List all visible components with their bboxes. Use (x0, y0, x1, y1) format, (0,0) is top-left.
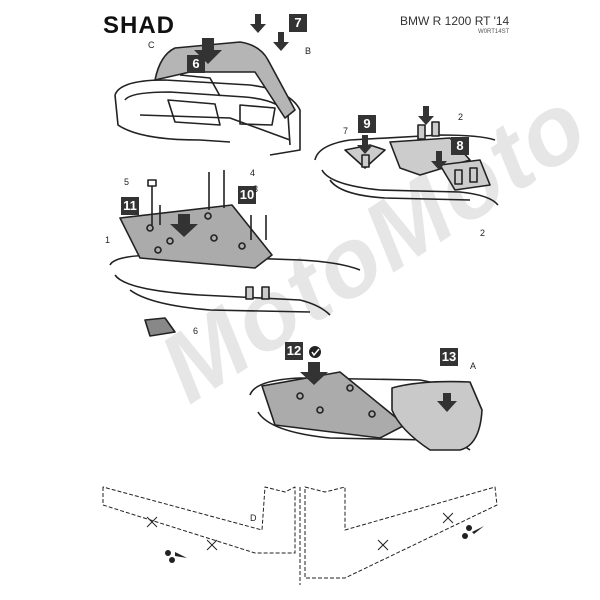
arrow-down-9a (418, 106, 434, 125)
arrow-down-7a (250, 14, 266, 33)
panel-middle-drawing (109, 170, 361, 337)
arrow-down-8 (431, 151, 447, 170)
check-icon (309, 346, 321, 358)
cut-templates (102, 486, 498, 585)
brand-logo: SHAD (103, 12, 176, 39)
arrow-down-9b (357, 135, 373, 154)
panel-bottom-right-drawing (249, 371, 483, 451)
model-code: W0RT14ST (478, 29, 510, 35)
step-11-badge: 11 (121, 197, 139, 215)
label-2-top: 2 (458, 112, 464, 122)
label-5: 5 (124, 177, 130, 187)
label-6: 6 (193, 326, 199, 336)
press-arrows (170, 14, 457, 412)
label-d: D (250, 513, 257, 523)
arrow-down-12 (300, 362, 328, 385)
step-9-badge: 9 (358, 115, 376, 133)
mounting-plate (261, 371, 406, 439)
base-plate (119, 204, 273, 269)
panel-top-right-drawing (314, 121, 499, 206)
topcase-base (391, 380, 483, 451)
arrow-down-6 (194, 38, 222, 64)
step-8-badge: 8 (451, 137, 469, 155)
label-7: 7 (343, 126, 349, 136)
arrow-down-7b (273, 32, 289, 51)
step-10-badge: 10 (238, 186, 256, 204)
bracket-6 (144, 317, 176, 337)
step-6-badge: 6 (187, 55, 205, 73)
model-title: BMW R 1200 RT '14 (400, 14, 510, 28)
step-12-badge: 12 (285, 342, 303, 360)
label-b: B (305, 46, 312, 56)
arrow-down-11 (170, 214, 198, 237)
scissors-icon (165, 525, 484, 563)
step-13-badge: 13 (440, 348, 458, 366)
label-1: 1 (105, 235, 111, 245)
label-2-bottom: 2 (480, 228, 486, 238)
label-4: 4 (250, 168, 256, 178)
step-7-badge: 7 (289, 14, 307, 32)
arrow-down-13 (437, 393, 457, 412)
label-3: 3 (253, 184, 259, 194)
label-a: A (470, 361, 477, 371)
label-c: C (148, 40, 155, 50)
